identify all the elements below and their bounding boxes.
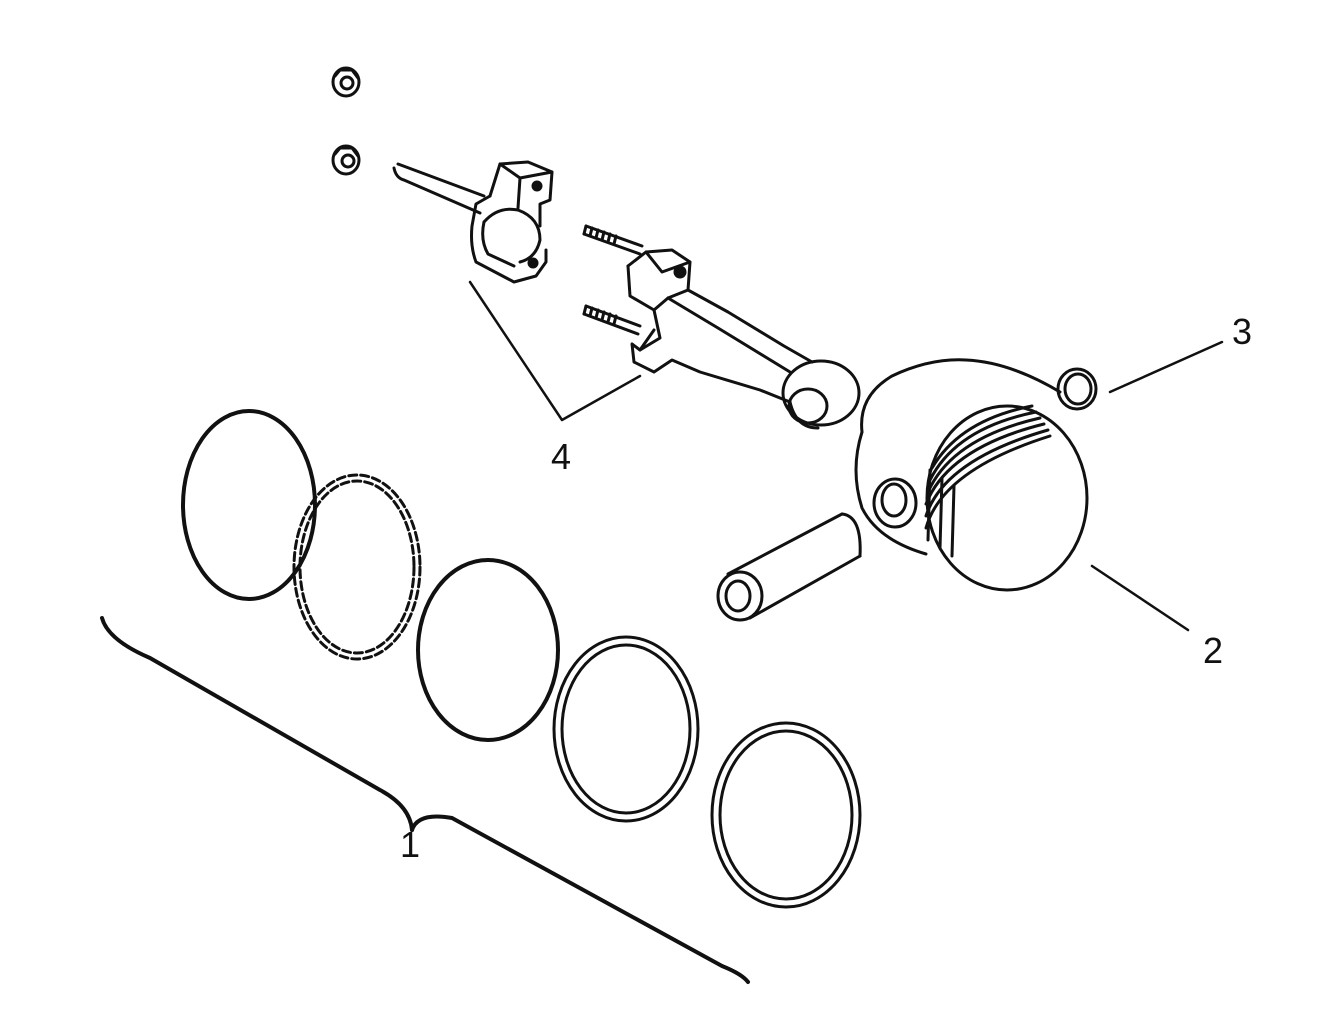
piston-ring-2-expander (292, 473, 422, 661)
leader-lines-4 (468, 280, 642, 422)
leader-line-3 (1108, 340, 1224, 394)
callout-1: 1 (400, 824, 421, 865)
piston-ring-5 (710, 721, 862, 909)
piston-ring-4 (552, 635, 700, 823)
rod-bolt-upper (582, 224, 644, 256)
rings-brace (100, 616, 750, 984)
callout-2: 2 (1203, 630, 1224, 671)
retainer-ring (1056, 367, 1098, 411)
piston (854, 358, 1089, 592)
nut-upper (331, 66, 361, 98)
callout-3: 3 (1232, 311, 1253, 352)
connecting-rod (626, 248, 861, 430)
piston-ring-3 (416, 558, 560, 742)
piston-pin (716, 512, 862, 622)
cap-bolt (392, 162, 486, 215)
rod-cap (470, 160, 554, 284)
callout-4: 4 (551, 436, 572, 477)
leader-line-2 (1090, 564, 1190, 632)
nut-lower (331, 144, 361, 176)
rod-bolt-lower (582, 304, 642, 336)
piston-ring-1 (181, 409, 317, 601)
